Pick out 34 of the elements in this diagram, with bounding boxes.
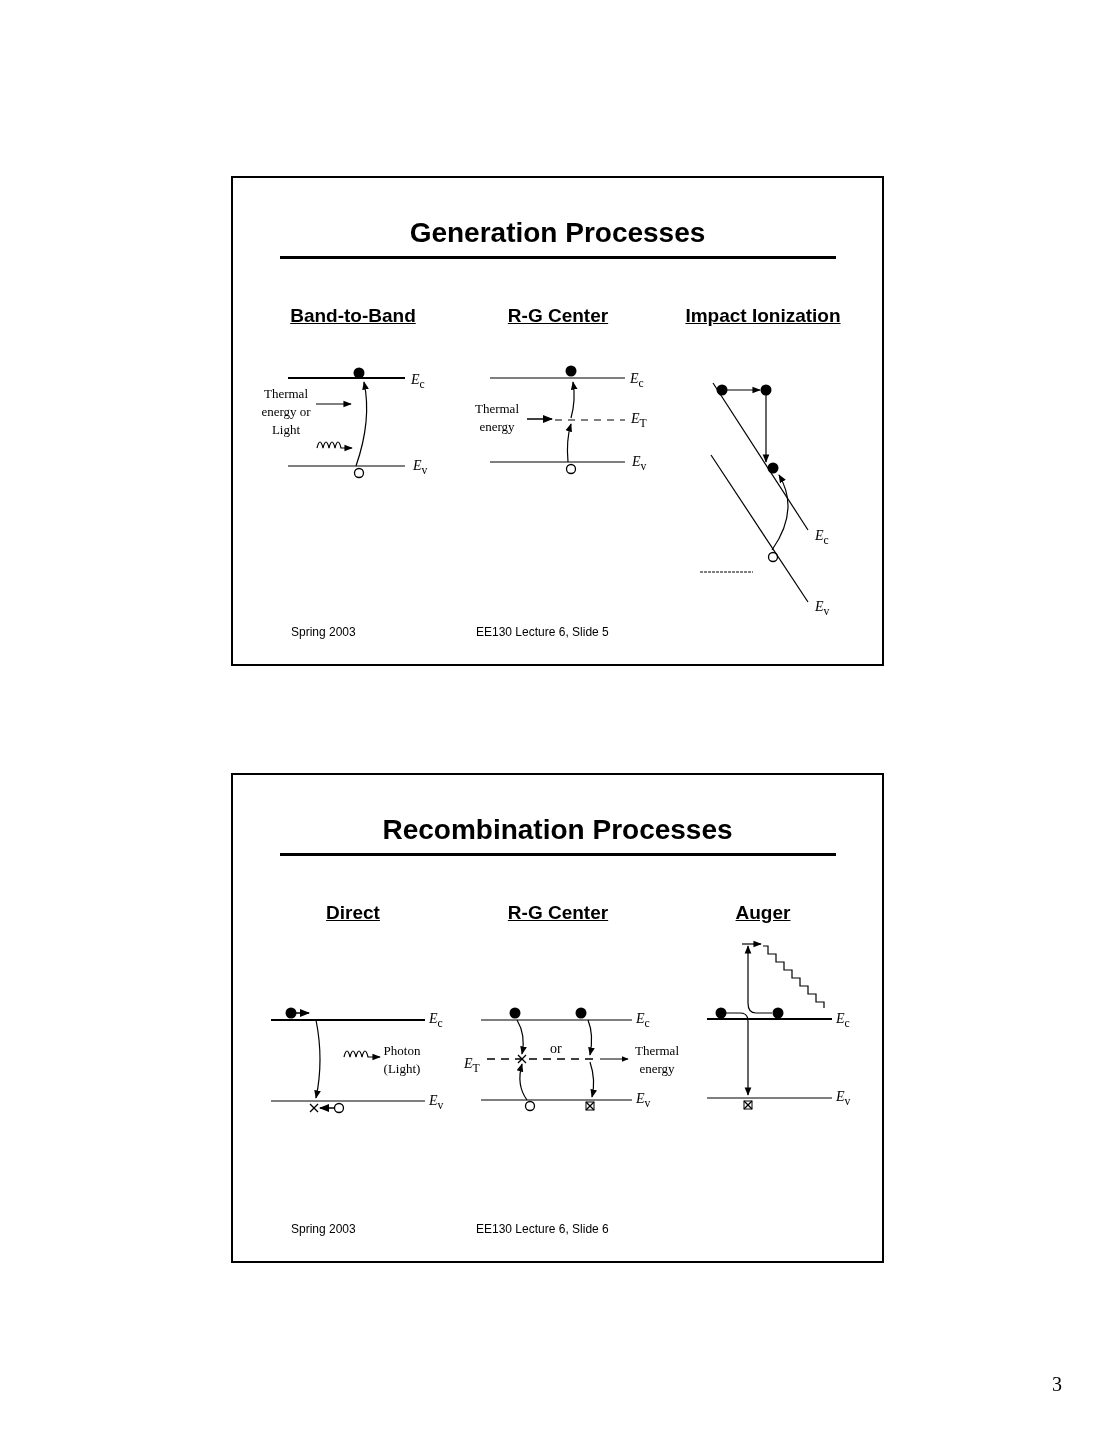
band-label: E$_{v}$: [836, 1089, 851, 1108]
band-label: E$_{v}$: [429, 1093, 444, 1112]
panel-heading: R-G Center: [507, 902, 609, 924]
slide-frame: [231, 176, 884, 666]
band-label: E$_{c}$: [429, 1011, 443, 1030]
band-label: E$_{c}$: [836, 1011, 850, 1030]
slide-frame: [231, 773, 884, 1263]
footer-text: EE130 Lecture 6, Slide 5: [476, 625, 609, 639]
band-label: E$_{c}$: [630, 371, 644, 390]
process-note: Thermal energy: [473, 400, 520, 436]
process-note: Thermal energy: [633, 1042, 680, 1078]
footer-text: Spring 2003: [291, 625, 356, 639]
footer-text: Spring 2003: [291, 1222, 356, 1236]
panel-heading: Auger: [735, 902, 791, 924]
band-label: E$_{c}$: [815, 528, 829, 547]
process-note: Photon (Light): [382, 1042, 422, 1078]
band-label: E$_{v}$: [632, 454, 647, 473]
slide-title: Generation Processes: [408, 216, 707, 250]
band-label: E$_{T}$: [464, 1056, 480, 1075]
band-label: E$_{c}$: [411, 372, 425, 391]
panel-heading: Impact Ionization: [685, 305, 841, 327]
band-label: E$_{v}$: [815, 599, 830, 618]
panel-heading: Direct: [326, 902, 380, 924]
slide-title: Recombination Processes: [381, 813, 734, 847]
process-note: or: [550, 1041, 562, 1057]
panel-heading: R-G Center: [507, 305, 609, 327]
page-number: 3: [1052, 1373, 1062, 1396]
footer-text: EE130 Lecture 6, Slide 6: [476, 1222, 609, 1236]
band-label: E$_{T}$: [631, 411, 647, 430]
process-note: Thermal energy or Light: [260, 385, 312, 439]
band-label: E$_{v}$: [413, 458, 428, 477]
band-label: E$_{v}$: [636, 1091, 651, 1110]
band-label: E$_{c}$: [636, 1011, 650, 1030]
panel-heading: Band-to-Band: [290, 305, 416, 327]
